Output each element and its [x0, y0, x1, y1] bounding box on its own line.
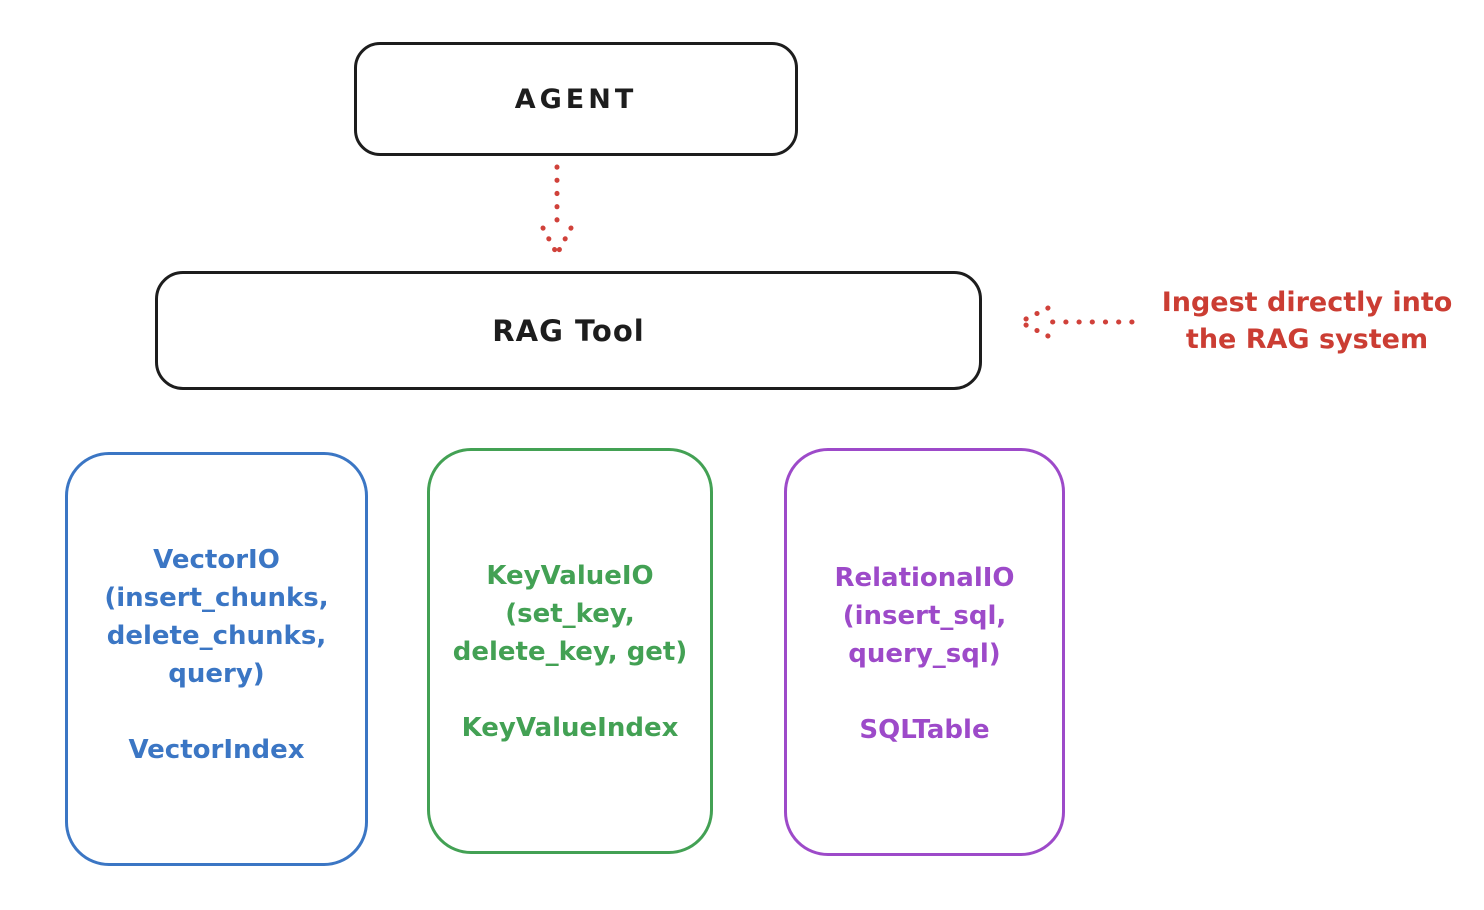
io-box-title-line: RelationalIO [834, 563, 1015, 593]
annotation-text-line1: Ingest directly into [1161, 287, 1453, 318]
annotation-arrow-icon [1017, 305, 1135, 339]
rag-tool-box-label: RAG Tool [492, 313, 645, 348]
io-box-title-line: delete_key, get) [452, 637, 688, 667]
agent-box: AGENT [354, 42, 798, 156]
io-box-title-line: query) [168, 659, 265, 689]
keyvalue-io-box: KeyValueIO (set_key, delete_key, get) Ke… [427, 448, 713, 854]
io-box-title-line: (set_key, [505, 599, 635, 629]
agent-box-label: AGENT [514, 83, 638, 115]
io-box-index-label: SQLTable [859, 715, 990, 745]
io-box-title-line: query_sql) [848, 639, 1001, 669]
annotation-text: Ingest directly into the RAG system [1140, 284, 1474, 358]
agent-to-rag-arrow-icon [540, 164, 574, 257]
relational-io-box: RelationalIO (insert_sql, query_sql) SQL… [784, 448, 1065, 856]
io-box-title-line: (insert_chunks, [104, 583, 329, 613]
vector-io-box: VectorIO (insert_chunks, delete_chunks, … [65, 452, 368, 866]
io-box-title-line: KeyValueIO [486, 561, 654, 591]
io-box-title-line: VectorIO [153, 545, 280, 575]
io-box-title-line: delete_chunks, [106, 621, 327, 651]
io-box-index-label: KeyValueIndex [461, 713, 679, 743]
rag-tool-box: RAG Tool [155, 271, 982, 390]
io-box-index-label: VectorIndex [128, 735, 305, 765]
io-box-title-line: (insert_sql, [842, 601, 1007, 631]
annotation-text-line2: the RAG system [1185, 324, 1429, 355]
